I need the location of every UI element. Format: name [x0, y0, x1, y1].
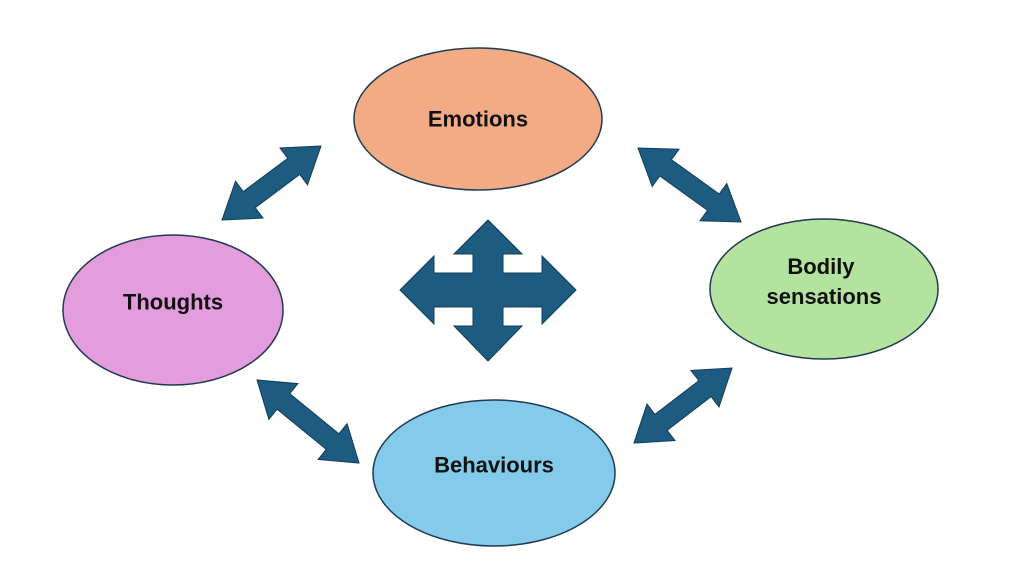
node-behaviours: Behaviours — [372, 399, 616, 547]
emotions-label: Emotions — [428, 107, 528, 132]
node-thoughts: Thoughts — [62, 234, 284, 386]
thoughts-ellipse — [62, 234, 284, 386]
thoughts-label: Thoughts — [123, 290, 223, 315]
behaviours-label: Behaviours — [434, 453, 554, 478]
emotions-ellipse — [353, 47, 603, 191]
behaviours-ellipse — [372, 399, 616, 547]
bodily-sensations-ellipse — [709, 218, 939, 360]
arrow-behaviours-bodily — [633, 367, 733, 444]
arrow-thoughts-emotions — [221, 145, 322, 221]
node-bodily-sensations: Bodily sensations — [709, 218, 939, 360]
bodily-label-line2: sensations — [767, 284, 882, 309]
bodily-label-line1: Bodily — [787, 254, 855, 279]
bodily-sensations-label: Bodily sensations — [767, 254, 882, 309]
arrow-thoughts-behaviours — [256, 379, 360, 464]
four-way-arrow-icon — [399, 219, 577, 362]
node-emotions: Emotions — [353, 47, 603, 191]
arrow-emotions-bodily — [637, 147, 742, 223]
